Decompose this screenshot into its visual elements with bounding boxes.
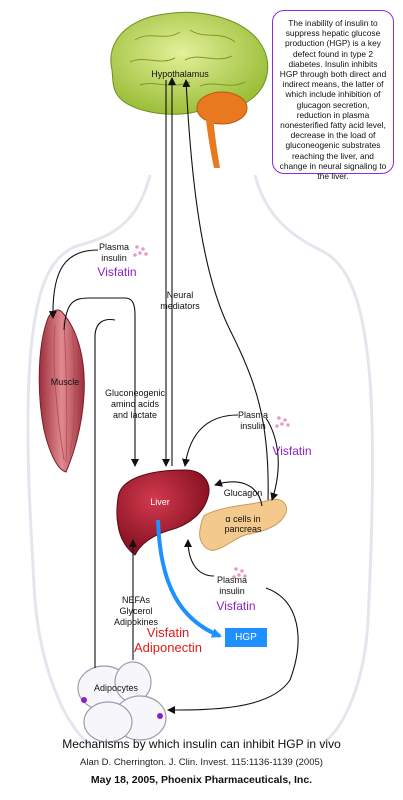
neural-label-1: Neural xyxy=(167,290,194,300)
adipocytes-icon xyxy=(77,661,167,743)
hgp-box: HGP xyxy=(225,628,267,647)
plasma-insulin-3-line2: insulin xyxy=(219,586,245,596)
info-note: The inability of insulin to suppress hep… xyxy=(272,10,394,181)
insulin-dots xyxy=(133,245,290,579)
liver-icon xyxy=(116,469,210,556)
gluconeogenic-label-3: and lactate xyxy=(113,410,157,420)
body-silhouette xyxy=(26,174,375,747)
pancreas-icon xyxy=(199,498,287,551)
glucagon-label: Glucagon xyxy=(224,488,263,498)
visfatin-label-1: Visfatin xyxy=(97,265,136,279)
plasma-insulin-2-line2: insulin xyxy=(240,421,266,431)
muscle-label: Muscle xyxy=(51,377,80,387)
neural-label-2: mediators xyxy=(160,301,200,311)
citation: Alan D. Cherrington. J. Clin. Invest. 11… xyxy=(80,757,323,768)
adiponectin-label: Adiponectin xyxy=(134,640,202,655)
alpha-cells-label-2: pancreas xyxy=(224,524,262,534)
visfatin-label-3: Visfatin xyxy=(216,599,255,613)
alpha-cells-label-1: α cells in xyxy=(225,514,260,524)
visfatin-red-label: Visfatin xyxy=(147,625,189,640)
hgp-arrow xyxy=(156,519,222,638)
hypothalamus-label: Hypothalamus xyxy=(151,69,209,79)
nefas-label-3: Adipokines xyxy=(114,617,159,627)
plasma-insulin-2-line1: Plasma xyxy=(238,410,268,420)
gluconeogenic-label-2: amino acids xyxy=(111,399,160,409)
footer: May 18, 2005, Phoenix Pharmaceuticals, I… xyxy=(90,774,313,786)
plasma-insulin-1-line2: insulin xyxy=(101,253,127,263)
visfatin-label-2: Visfatin xyxy=(272,444,311,458)
nefas-label-1: NEFAs xyxy=(122,595,151,605)
adipocytes-label: Adipocytes xyxy=(94,683,139,693)
gluconeogenic-label-1: Gluconeogenic xyxy=(105,388,166,398)
brain-icon xyxy=(110,11,269,168)
liver-label: Liver xyxy=(150,497,170,507)
plasma-insulin-1-line1: Plasma xyxy=(99,242,129,252)
nefas-label-2: Glycerol xyxy=(119,606,152,616)
muscle-icon xyxy=(38,309,85,473)
figure-caption: Mechanisms by which insulin can inhibit … xyxy=(62,737,341,751)
plasma-insulin-3-line1: Plasma xyxy=(217,575,247,585)
arrows xyxy=(48,77,299,714)
